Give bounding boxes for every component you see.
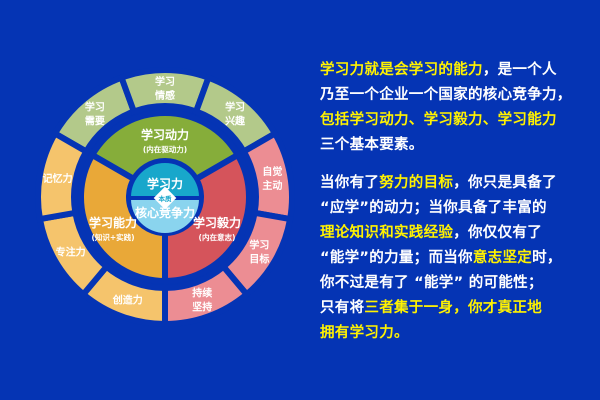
paragraph: 学习力就是会学习的能力，是一个人乃至一个企业一个国家的核心竞争力， 包括学习动力、… xyxy=(320,58,595,158)
description-text: 学习力就是会学习的能力，是一个人乃至一个企业一个国家的核心竞争力， 包括学习动力、… xyxy=(320,58,595,359)
outer-segment xyxy=(35,129,91,223)
outer-segment-label: 创造力 xyxy=(112,293,143,306)
text-line: 包括学习动力、学习毅力、学习能力 xyxy=(320,108,595,133)
learning-power-wheel: 学习需要学习情感学习兴趣学习动力(内在驱动力)自觉主动学习目标持续坚持学习毅力(… xyxy=(35,69,292,324)
text-line: 当你有了努力的目标，你只是具备了 xyxy=(320,171,595,196)
highlighted-text: 意志坚定 xyxy=(472,250,533,266)
text-segment: “应学”的动力；当你具备了丰富的 xyxy=(320,200,547,216)
text-line: 乃至一个企业一个国家的核心竞争力， xyxy=(320,83,595,108)
text-line: 理论知识和实践经验，你仅仅有了 xyxy=(320,221,595,246)
text-segment: 乃至一个企业一个国家的核心竞争力， xyxy=(320,87,572,103)
highlighted-text: 理论知识和实践经验 xyxy=(320,225,454,241)
outer-segment-label: 目标 xyxy=(249,253,269,266)
text-segment: ，是一个人 xyxy=(482,62,557,78)
text-line: 三个基本要素。 xyxy=(320,133,595,158)
sector-subtitle: (知识+实践) xyxy=(91,232,134,242)
text-segment: “能学”的力量；而当你 xyxy=(320,250,473,266)
highlighted-text: 学习力就是会学习的能力 xyxy=(320,62,483,78)
text-segment: ，你只是具备了 xyxy=(453,175,557,191)
sector-orange xyxy=(78,150,168,285)
core-subtitle: 核心竞争力 xyxy=(135,205,195,220)
sector-title: 学习能力 xyxy=(89,215,137,230)
sector-green xyxy=(88,110,242,184)
outer-segment-label: 学习 xyxy=(249,239,269,252)
outer-segment-label: 情感 xyxy=(155,89,175,102)
text-segment: 你不过是有了 “能学” 的可能性； xyxy=(320,275,543,291)
core-badge-label: 本质 xyxy=(159,194,173,203)
outer-segment-label: 持续 xyxy=(192,286,212,299)
outer-segment-label: 需要 xyxy=(85,116,105,128)
highlighted-text: 包括学习动力、学习毅力、学习能力 xyxy=(320,112,557,128)
sector-title: 学习毅力 xyxy=(193,215,241,230)
text-segment: 只有将 xyxy=(320,300,365,316)
text-line: 只有将三者集于一身，你才真正地 xyxy=(320,296,595,321)
outer-segment-label: 学习 xyxy=(155,75,175,88)
outer-segment-label: 专注力 xyxy=(56,246,86,259)
outer-segment-label: 自觉 xyxy=(262,165,282,178)
outer-segment-label: 坚持 xyxy=(192,300,212,313)
sector-red xyxy=(162,150,252,285)
core-bottom xyxy=(131,199,199,233)
highlighted-text: 努力的目标 xyxy=(379,175,454,191)
sector-subtitle: (内在意志) xyxy=(199,232,236,242)
text-segment: 时， xyxy=(532,250,562,266)
text-segment: 当你有了 xyxy=(320,175,380,191)
core-title: 学习力 xyxy=(147,176,183,191)
highlighted-text: 三者集于一身，你才真正地 xyxy=(364,300,543,316)
text-segment: 三个基本要素。 xyxy=(320,137,424,153)
outer-segment-label: 记忆力 xyxy=(43,172,73,185)
text-segment: ，你仅仅有了 xyxy=(453,225,543,241)
sector-title: 学习动力 xyxy=(141,127,189,142)
sector-subtitle: (内在驱动力) xyxy=(143,144,187,154)
text-line: 拥有学习力。 xyxy=(320,321,595,346)
text-line: “能学”的力量；而当你意志坚定时， xyxy=(320,246,595,271)
outer-segment-label: 主动 xyxy=(262,179,282,192)
paragraph: 当你有了努力的目标，你只是具备了 “应学”的动力；当你具备了丰富的理论知识和实践… xyxy=(320,171,595,346)
outer-segment-label: 兴趣 xyxy=(225,115,246,128)
text-line: 学习力就是会学习的能力，是一个人 xyxy=(320,58,595,83)
core-top xyxy=(131,163,199,197)
text-line: 你不过是有了 “能学” 的可能性； xyxy=(320,271,595,296)
outer-segment-label: 学习 xyxy=(85,101,105,114)
text-line: “应学”的动力；当你具备了丰富的 xyxy=(320,196,595,221)
outer-segment-label: 学习 xyxy=(225,101,245,114)
highlighted-text: 拥有学习力。 xyxy=(320,325,409,341)
